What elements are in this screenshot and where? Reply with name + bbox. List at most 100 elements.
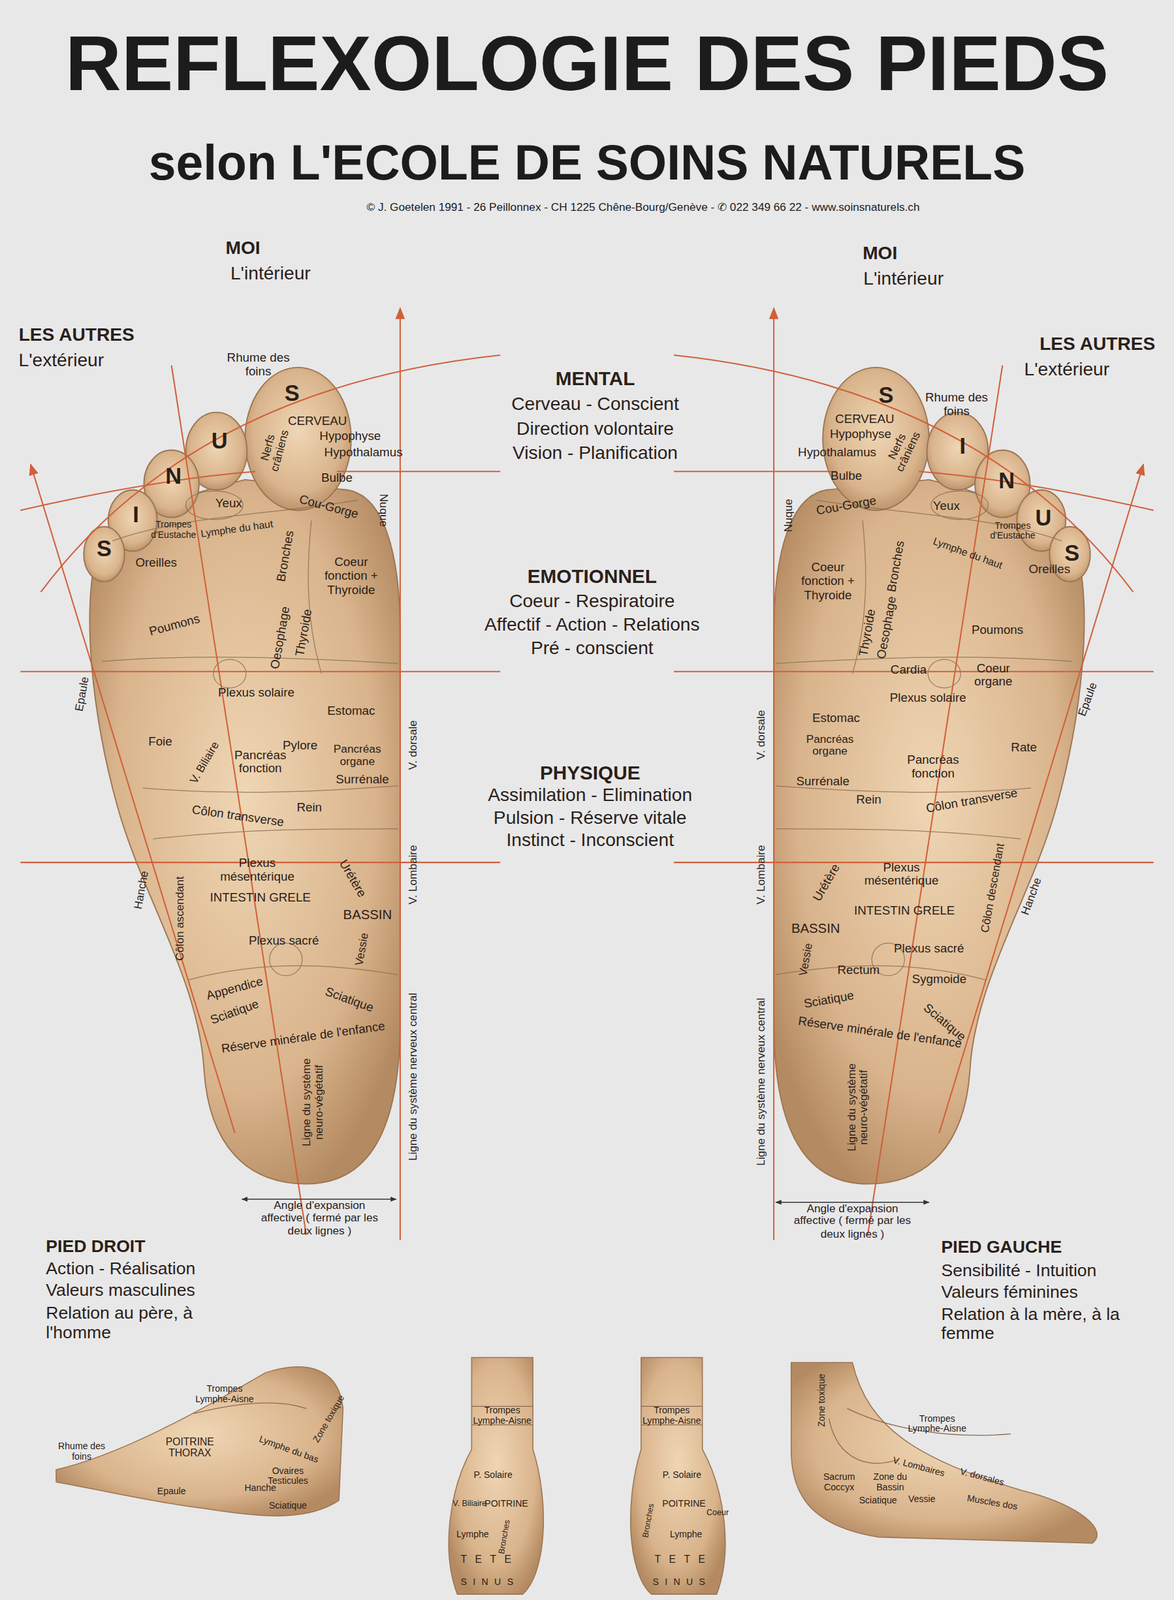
reflex-zone-label: Surrénale — [795, 775, 849, 789]
zone-heading: L'extérieur — [1024, 359, 1111, 381]
reflex-zone-label: S — [878, 383, 894, 409]
zone-heading: Pré - conscient — [530, 637, 654, 659]
mini-foot-label: Trompes Lymphe-Aisne — [471, 1405, 533, 1427]
zone-heading: Sensibilité - Intuition — [941, 1261, 1097, 1282]
reflex-zone-label: BASSIN — [791, 921, 841, 937]
reflex-zone-label: Rein — [856, 793, 882, 808]
zone-heading: Direction volontaire — [516, 418, 674, 440]
zone-heading: Affectif - Action - Relations — [484, 614, 700, 636]
reflex-zone-label: Nuque — [377, 493, 390, 527]
reflex-zone-label: Yeux — [933, 499, 960, 514]
zone-heading: L'extérieur — [18, 349, 105, 371]
zone-heading: Pulsion - Réserve vitale — [493, 807, 687, 829]
reflex-zone-label: Estomac — [812, 711, 860, 726]
zone-heading: EMOTIONNEL — [527, 566, 657, 588]
reflex-zone-label: Oreilles — [1028, 562, 1071, 577]
angle-note: Angle d'expansion affective ( fermé par … — [259, 1198, 380, 1237]
reflex-zone-label: Plexus sacré — [248, 934, 319, 949]
mini-foot-label: Lymphe — [669, 1529, 703, 1540]
zone-heading: Relation au père, à l'homme — [45, 1303, 225, 1344]
zone-heading: L'intérieur — [863, 268, 944, 290]
reflex-zone-label: CERVEAU — [287, 414, 347, 429]
reflex-zone-label: Yeux — [215, 497, 243, 512]
zone-heading: LES AUTRES — [1039, 333, 1156, 355]
reflex-zone-label: Plexus sacré — [893, 942, 964, 957]
reflex-zone-label: Côlon ascendant — [173, 876, 187, 962]
zone-heading: Assimilation - Elimination — [487, 784, 693, 806]
mini-foot-label: Zone du Bassin — [869, 1471, 911, 1493]
reflex-zone-label: Surrénale — [335, 773, 389, 787]
zone-heading: Instinct - Inconscient — [506, 829, 674, 851]
reflex-zone-label: Bulbe — [830, 470, 862, 484]
reflex-zone-label: Pylore — [282, 739, 318, 753]
mini-foot-label: Trompes Lymphe-Aisne — [906, 1413, 968, 1435]
reflex-zone-label: Rhume des foins — [222, 351, 294, 380]
zone-heading: MENTAL — [555, 367, 636, 390]
mini-feet — [56, 1357, 1097, 1595]
reflex-zone-label: Hypothalamus — [797, 446, 877, 461]
mini-foot-label: POITRINE — [484, 1498, 528, 1509]
reflex-zone-label: Hypothalamus — [324, 446, 403, 461]
reflex-zone-label: U — [1034, 506, 1052, 532]
reflex-zone-label: Epaule — [72, 675, 91, 713]
reflex-zone-label: N — [165, 464, 182, 490]
reflex-zone-label: V. dorsale — [406, 720, 419, 770]
mini-foot-label: TETE — [654, 1554, 714, 1566]
reflex-zone-label: Oreilles — [135, 556, 177, 571]
mini-foot-label: Vessie — [908, 1494, 936, 1506]
reflex-zone-label: Foie — [148, 735, 172, 749]
mini-foot-label: SINUS — [460, 1577, 520, 1588]
copyright-line: © J. Goetelen 1991 - 26 Peillonnex - CH … — [366, 201, 920, 214]
reflex-zone-label: V. Lombaire — [406, 844, 419, 905]
mini-foot-label: POITRINE — [662, 1498, 706, 1509]
reflex-zone-label: Ligne du système nerveux central — [754, 998, 767, 1167]
reflex-zone-label: Plexus mésentérique — [860, 861, 943, 889]
mini-foot-label: SINUS — [652, 1577, 712, 1588]
reflex-zone-label: Plexus mésentérique — [216, 857, 298, 885]
mini-foot-label: Coeur — [706, 1509, 729, 1519]
reflex-zone-label: Rectum — [837, 963, 881, 978]
mini-foot-label: Sacrum Coccyx — [816, 1471, 862, 1493]
reflex-zone-label: N — [998, 469, 1015, 495]
mini-foot-label: Epaule — [157, 1486, 187, 1497]
zone-heading: Coeur - Respiratoire — [509, 590, 675, 612]
zone-heading: PHYSIQUE — [539, 761, 641, 784]
reflex-zone-label: I — [132, 502, 140, 529]
mini-foot-label: Lymphe — [456, 1529, 490, 1540]
reflex-zone-label: S — [96, 536, 112, 563]
subtitle: selon L'ECOLE DE SOINS NATURELS — [148, 135, 1026, 191]
zone-heading: Vision - Planification — [512, 442, 678, 464]
zone-heading: Action - Réalisation — [45, 1259, 196, 1280]
reflex-zone-label: U — [211, 429, 228, 456]
reflex-zone-label: Plexus solaire — [889, 691, 967, 706]
reflex-zone-label: Coeur organe — [965, 662, 1022, 690]
zone-heading: MOI — [225, 237, 261, 259]
mini-foot-label: Rhume des foins — [56, 1441, 108, 1463]
reflex-zone-label: Pancréas organe — [801, 732, 858, 759]
reflex-zone-label: BASSIN — [343, 908, 393, 924]
reflex-zone-label: Coeur fonction + Thyroide — [320, 556, 382, 598]
reflex-zone-label: Pancréas organe — [329, 743, 386, 769]
reflex-zone-label: INTESTIN GRELE — [854, 904, 955, 919]
right-foot-sole — [83, 367, 401, 1185]
reflex-zone-label: Hypophyse — [829, 428, 892, 443]
reflex-zone-label: I — [959, 434, 967, 461]
mini-foot-label: Trompes Lymphe-Aisne — [193, 1384, 256, 1406]
reflex-zone-label: Ligne du système neuro-végétatif — [299, 1051, 326, 1154]
mini-foot-label: P. Solaire — [474, 1469, 513, 1481]
reflex-zone-label: Rein — [296, 801, 322, 816]
reflex-zone-label: Plexus solaire — [218, 686, 295, 700]
reflex-zone-label: Ligne du système neuro-végétatif — [844, 1056, 871, 1159]
mini-foot-label: P. Solaire — [662, 1469, 702, 1481]
zone-heading: MOI — [862, 242, 898, 264]
reflex-zone-label: Bulbe — [321, 472, 353, 486]
zone-heading: Valeurs masculines — [45, 1280, 195, 1301]
zone-heading: L'intérieur — [230, 263, 311, 285]
mini-foot-label: Trompes Lymphe-Aisne — [641, 1405, 703, 1427]
mini-foot-label: Sciatique — [269, 1500, 307, 1511]
poster-title: REFLEXOLOGIE DES PIEDS — [65, 18, 1109, 108]
zone-heading: LES AUTRES — [18, 324, 135, 346]
reflex-zone-label: Nuque — [781, 498, 794, 533]
reflex-zone-label: Trompes d'Eustache — [145, 519, 202, 541]
reflex-zone-label: Rhume des foins — [920, 391, 992, 420]
